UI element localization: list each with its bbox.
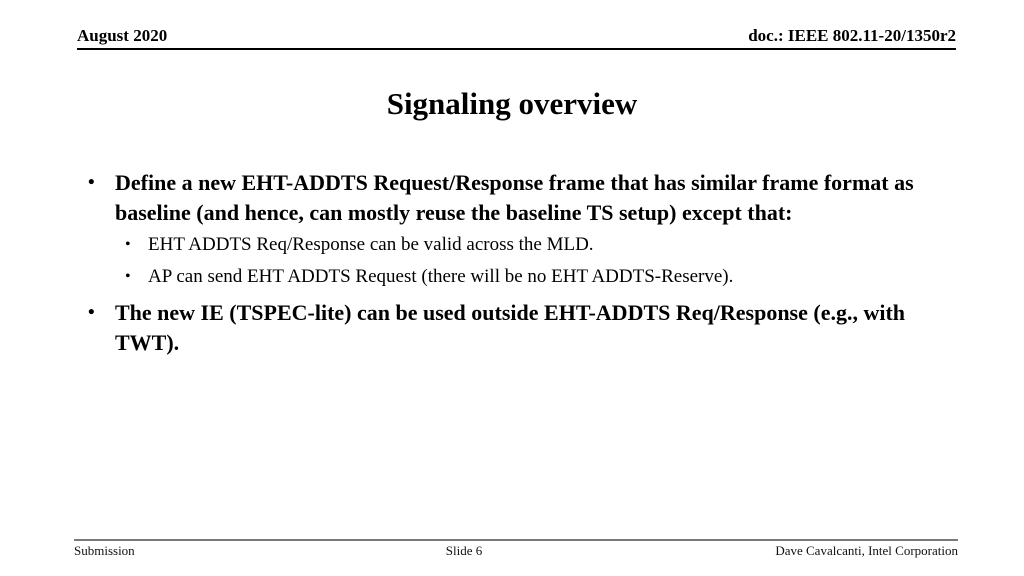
bullet-marker: • (88, 302, 95, 323)
slide-title: Signaling overview (386, 86, 638, 121)
bullet-item: • The new IE (TSPEC-lite) can be used ou… (88, 298, 964, 358)
sub-bullet-text: AP can send EHT ADDTS Request (there wil… (148, 266, 734, 287)
sub-bullet-item: • AP can send EHT ADDTS Request (there w… (125, 262, 964, 292)
sub-bullet-text: EHT ADDTS Req/Response can be valid acro… (148, 234, 594, 255)
header-date: August 2020 (77, 26, 168, 45)
bullet-marker: • (125, 236, 131, 253)
slide-body: • Define a new EHT-ADDTS Request/Respons… (88, 168, 964, 358)
sub-bullet-item: • EHT ADDTS Req/Response can be valid ac… (125, 230, 964, 260)
bullet-text: The new IE (TSPEC-lite) can be used outs… (115, 300, 906, 355)
slide-footer: Submission Slide 6 Dave Cavalcanti, Inte… (74, 539, 958, 559)
footer-submission: Submission (74, 543, 135, 558)
bullet-item: • Define a new EHT-ADDTS Request/Respons… (88, 168, 964, 228)
footer-author: Dave Cavalcanti, Intel Corporation (775, 543, 958, 558)
footer-slide-number: Slide 6 (445, 543, 483, 558)
slide-header: August 2020 doc.: IEEE 802.11-20/1350r2 (77, 26, 956, 50)
header-doc-number: doc.: IEEE 802.11-20/1350r2 (748, 26, 956, 45)
bullet-text: Define a new EHT-ADDTS Request/Response … (115, 170, 914, 225)
bullet-marker: • (125, 268, 131, 285)
bullet-marker: • (88, 172, 95, 193)
